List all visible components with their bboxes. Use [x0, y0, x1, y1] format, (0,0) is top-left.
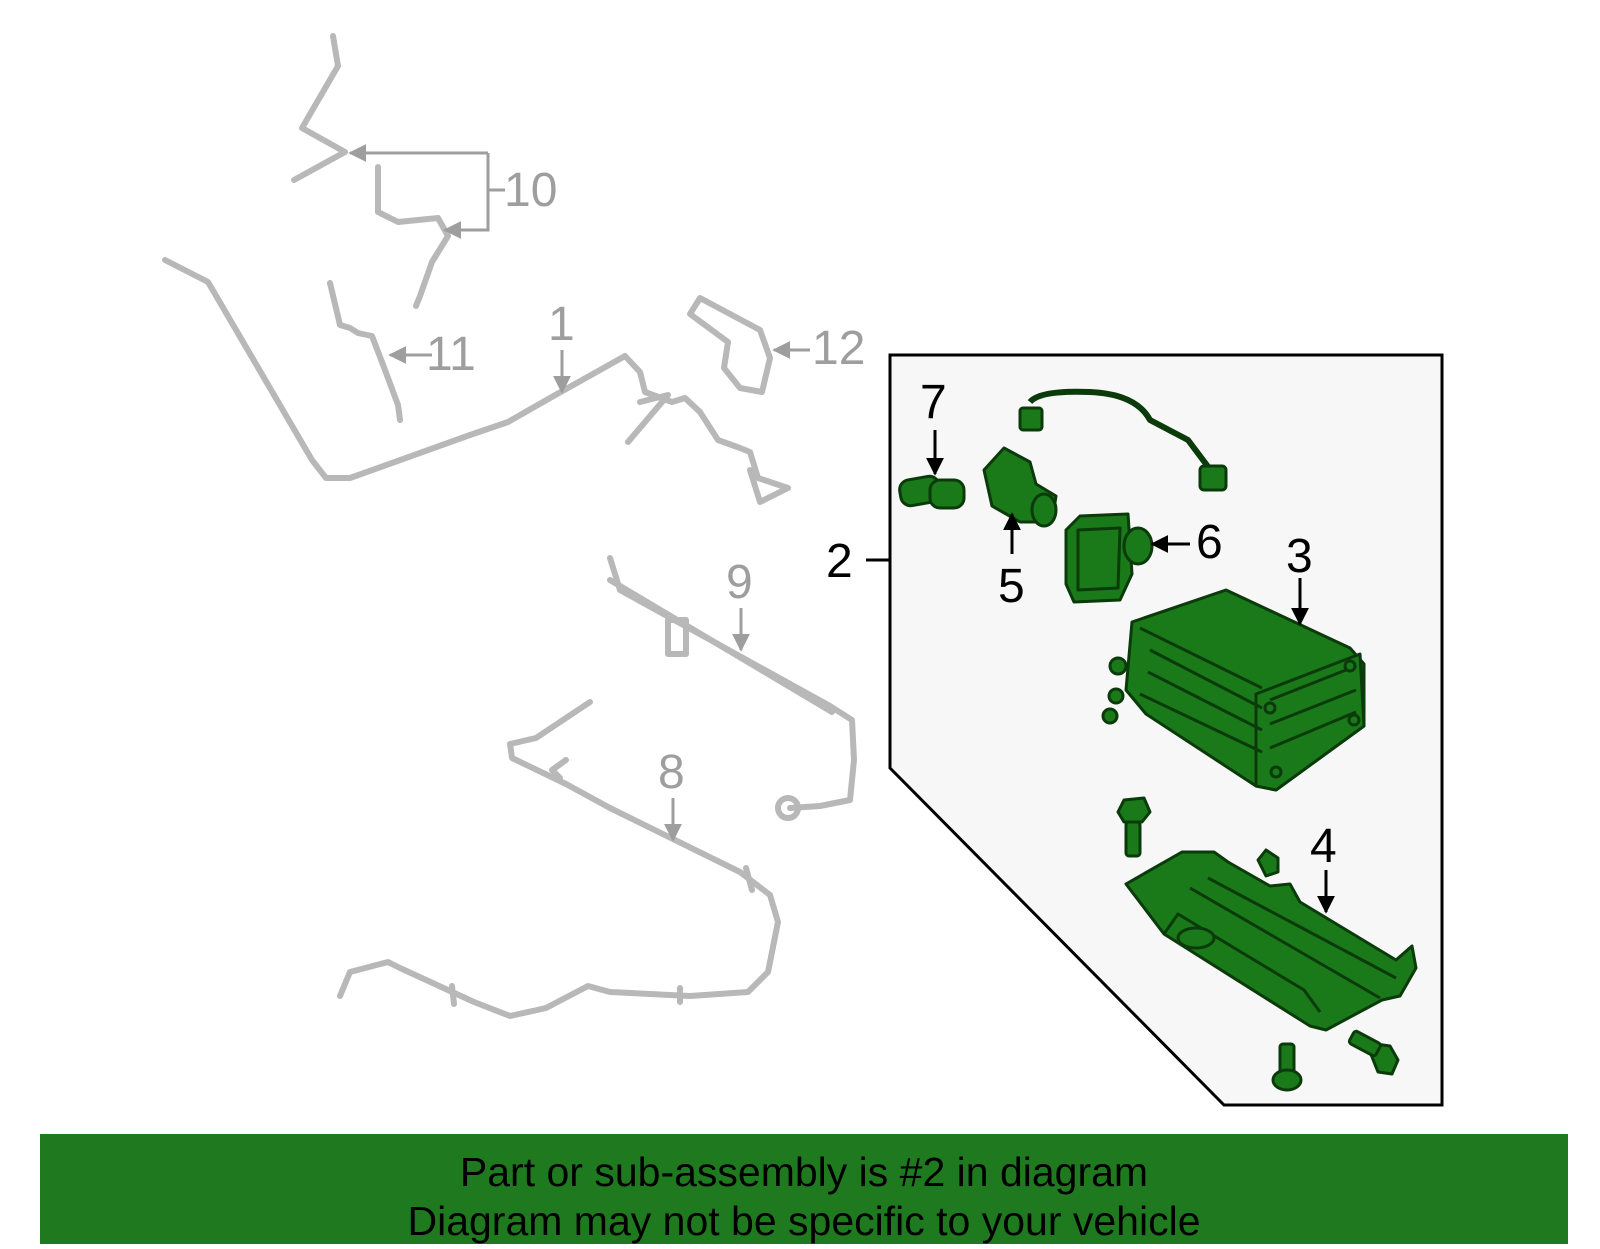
callout-2: 2	[826, 535, 853, 588]
callout-1: 1	[548, 298, 575, 351]
callout-7: 7	[920, 376, 947, 429]
wiring-harness[interactable]	[1018, 388, 1228, 492]
part-5-purge-valve[interactable]	[982, 446, 1058, 528]
part-1-branch	[625, 392, 671, 445]
part-4-bracket[interactable]	[1124, 848, 1418, 1032]
banner-line-assembly: Part or sub-assembly is #2 in diagram	[459, 1149, 1149, 1195]
part-6-sensor[interactable]	[1064, 512, 1154, 604]
callout-labels: 1 2 3 4 5 6 7 8 9 10 11 12	[426, 164, 1337, 873]
callout-6: 6	[1196, 516, 1223, 569]
callout-5: 5	[998, 560, 1025, 613]
callout-10: 10	[504, 164, 557, 217]
info-banner: Part or sub-assembly is #2 in diagram Di…	[40, 1134, 1568, 1244]
callout-4: 4	[1310, 820, 1337, 873]
part-11-bracket[interactable]	[327, 280, 403, 423]
callout-8: 8	[658, 746, 685, 799]
part-7-elbow[interactable]	[898, 474, 966, 510]
banner-line-disclaimer: Diagram may not be specific to your vehi…	[407, 1198, 1201, 1244]
callout-11: 11	[426, 328, 476, 381]
callout-12: 12	[812, 322, 865, 375]
part-1-vapor-line[interactable]	[162, 257, 791, 505]
part-3-canister[interactable]	[1101, 588, 1366, 792]
part-10-vent-tubes[interactable]	[291, 33, 451, 309]
callout-3: 3	[1286, 530, 1313, 583]
leader-lines	[348, 144, 1335, 914]
highlighted-parts	[898, 388, 1418, 1092]
part-12-clip[interactable]	[687, 295, 773, 395]
part-8-return-hose[interactable]	[337, 699, 781, 1019]
part-9-twin-line[interactable]	[607, 555, 857, 821]
fastener-bolts[interactable]	[1116, 796, 1400, 1092]
callout-9: 9	[726, 556, 753, 609]
ghost-parts	[162, 33, 857, 1019]
